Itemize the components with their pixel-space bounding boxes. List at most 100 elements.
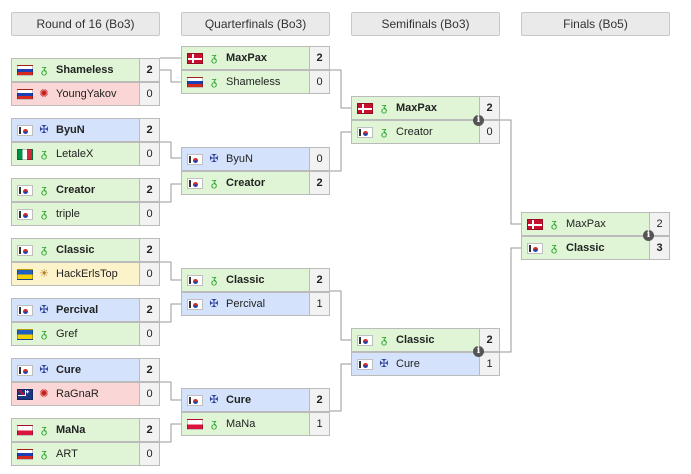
player-name[interactable]: Creator — [226, 177, 266, 189]
race-protoss-icon: ✺ — [39, 388, 49, 400]
player-name[interactable]: LetaleX — [56, 148, 94, 160]
race-terran-icon: ✠ — [209, 394, 219, 406]
match-info-icon-sf1[interactable]: i — [473, 115, 484, 126]
flag-dk-icon — [357, 102, 373, 114]
player-score: 2 — [139, 359, 159, 381]
player-name[interactable]: MaxPax — [566, 218, 606, 230]
player-score: 1 — [309, 413, 329, 435]
player-name[interactable]: Creator — [56, 184, 96, 196]
flag-kr-icon — [357, 126, 373, 138]
player-score: 0 — [139, 443, 159, 465]
match-info-icon-final[interactable]: i — [643, 230, 654, 241]
player-name[interactable]: Cure — [56, 364, 82, 376]
player-name[interactable]: MaxPax — [226, 52, 267, 64]
player-name[interactable]: Shameless — [56, 64, 114, 76]
player-score: 2 — [309, 172, 329, 194]
player-score: 2 — [139, 119, 159, 141]
player-score: 0 — [139, 143, 159, 165]
player-name[interactable]: MaxPax — [396, 102, 437, 114]
flag-kr-icon — [527, 242, 543, 254]
player-name[interactable]: Classic — [396, 334, 435, 346]
player-name[interactable]: Shameless — [226, 76, 281, 88]
flag-kr-icon — [187, 153, 203, 165]
player-score: 3 — [649, 237, 669, 259]
player-score: 2 — [139, 239, 159, 261]
flag-kr-icon — [357, 334, 373, 346]
player-name[interactable]: Classic — [226, 274, 265, 286]
player-name[interactable]: Classic — [566, 242, 605, 254]
player-name[interactable]: Classic — [56, 244, 95, 256]
match-info-icon-sf2[interactable]: i — [473, 346, 484, 357]
flag-kr-icon — [357, 358, 373, 370]
flag-kr-icon — [17, 124, 33, 136]
player-name[interactable]: Cure — [396, 358, 420, 370]
race-zerg-icon: ᵹ — [550, 218, 558, 230]
race-zerg-icon: ᵹ — [380, 102, 388, 114]
player-name[interactable]: Percival — [226, 298, 266, 310]
player-slot-quarterfinals-5[interactable]: ✠ Percival 1 — [181, 292, 330, 316]
flag-it-icon — [17, 148, 33, 160]
flag-ru-icon — [17, 64, 33, 76]
race-protoss-icon: ✺ — [39, 88, 49, 100]
race-zerg-icon: ᵹ — [210, 177, 218, 189]
race-random-icon: ☀ — [39, 268, 49, 280]
player-name[interactable]: YoungYakov — [56, 88, 117, 100]
race-terran-icon: ✠ — [209, 153, 219, 165]
race-zerg-icon: ᵹ — [40, 244, 48, 256]
player-slot-finals-0[interactable]: ᵹ MaxPax 2 — [521, 212, 670, 236]
player-name[interactable]: ByuN — [226, 153, 253, 165]
player-score: 1 — [309, 293, 329, 315]
player-name[interactable]: MaNa — [56, 424, 86, 436]
race-zerg-icon: ᵹ — [40, 424, 48, 436]
race-zerg-icon: ᵹ — [380, 334, 388, 346]
race-zerg-icon: ᵹ — [40, 208, 48, 220]
player-name[interactable]: triple — [56, 208, 80, 220]
player-score: 1 — [479, 353, 499, 375]
flag-kr-icon — [17, 304, 33, 316]
player-name[interactable]: Gref — [56, 328, 78, 340]
player-name[interactable]: Creator — [396, 126, 433, 138]
player-score: 0 — [309, 71, 329, 93]
player-slot-ro16-6[interactable]: ᵹ Classic 2 — [11, 238, 160, 262]
player-score: 2 — [649, 213, 669, 235]
player-slot-quarterfinals-3[interactable]: ᵹ Creator 2 — [181, 171, 330, 195]
race-zerg-icon: ᵹ — [40, 184, 48, 196]
player-name[interactable]: ByuN — [56, 124, 85, 136]
flag-dk-icon — [187, 52, 203, 64]
flag-kr-icon — [187, 274, 203, 286]
player-name[interactable]: RaGnaR — [56, 388, 99, 400]
player-name[interactable]: Cure — [226, 394, 252, 406]
race-terran-icon: ✠ — [209, 298, 219, 310]
player-name[interactable]: MaNa — [226, 418, 256, 430]
player-name[interactable]: ART — [56, 448, 78, 460]
race-zerg-icon: ᵹ — [380, 126, 388, 138]
round-header-ro16: Round of 16 (Bo3) — [11, 12, 160, 36]
player-name[interactable]: HackErlsTop — [56, 268, 118, 280]
flag-pl-icon — [17, 424, 33, 436]
flag-ru-icon — [17, 448, 33, 460]
race-zerg-icon: ᵹ — [40, 328, 48, 340]
player-score: 0 — [479, 121, 499, 143]
player-score: 2 — [479, 329, 499, 351]
player-name[interactable]: Percival — [56, 304, 99, 316]
player-score: 2 — [139, 299, 159, 321]
